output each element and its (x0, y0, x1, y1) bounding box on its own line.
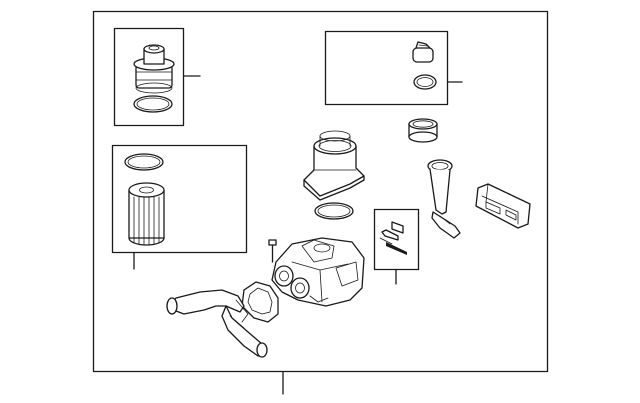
cap-kit-box (113, 27, 185, 127)
filter-element-kit-group (111, 144, 248, 270)
cap-kit-group (113, 27, 201, 127)
assembly-frame (92, 10, 549, 373)
sensor-plug-icon (412, 41, 434, 63)
filter-element-icon (128, 182, 165, 246)
filter-cap-icon (133, 44, 175, 94)
gasket-icon (379, 221, 407, 255)
mounting-bolt-icon (268, 239, 277, 263)
coolant-pipe-icon (166, 289, 268, 358)
gasket-set-box (373, 208, 420, 271)
connector-icon (475, 183, 531, 229)
filter-element-kit-box (111, 144, 248, 254)
adapter-elbow-icon (303, 130, 365, 201)
housing-gasket-icon (241, 281, 279, 323)
elbow-o-ring-icon (314, 202, 354, 220)
filter-seal-ring-icon (124, 153, 164, 171)
bushing-icon (408, 118, 438, 143)
drain-tube-icon (427, 159, 461, 239)
small-seal-icon (413, 74, 437, 90)
sensor-kit-group (324, 30, 463, 106)
filter-housing-icon (271, 237, 365, 307)
seal-ring-icon (133, 95, 173, 113)
sensor-kit-box (324, 30, 449, 106)
gasket-set-group (373, 208, 420, 285)
